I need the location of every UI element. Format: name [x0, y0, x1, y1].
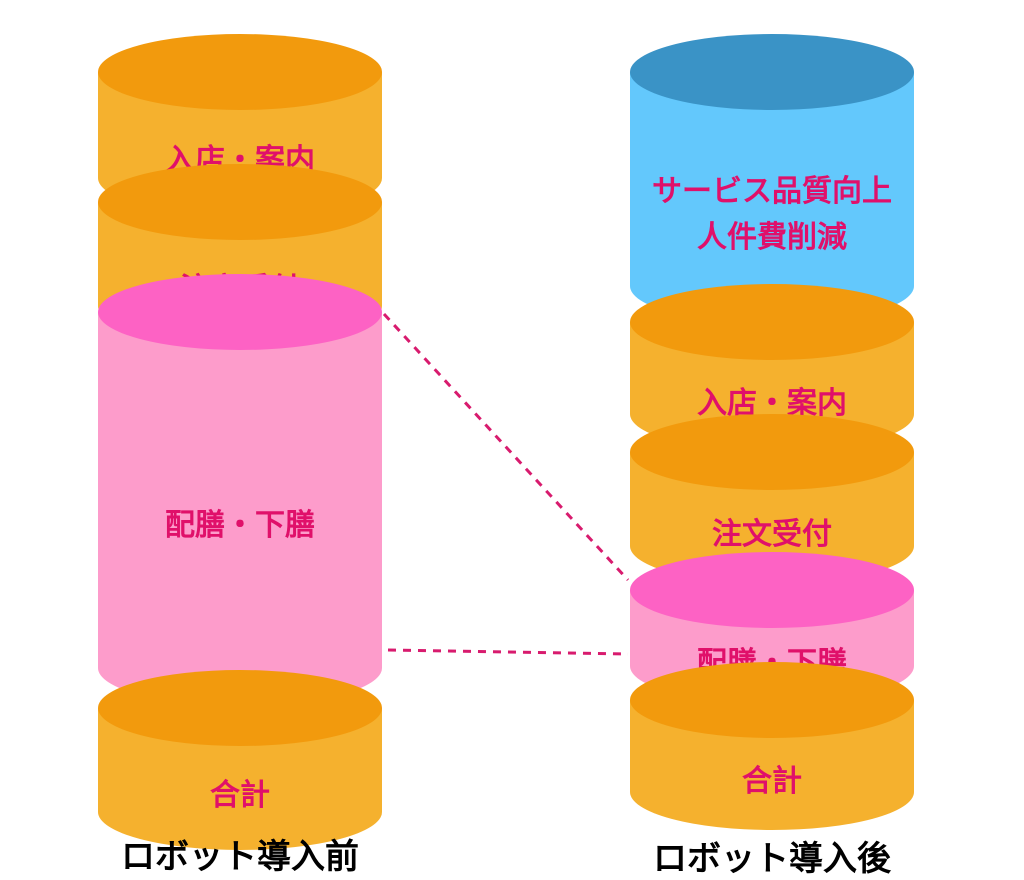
segment-top — [630, 662, 914, 738]
segment-body — [98, 312, 382, 706]
segment-body — [630, 452, 914, 584]
segment-top — [98, 164, 382, 240]
segment-body — [630, 72, 914, 324]
after-caption: ロボット導入後 — [653, 839, 892, 879]
segment-top — [630, 34, 914, 110]
segment-top — [630, 552, 914, 628]
segment-label: 合計 — [210, 778, 270, 813]
segment-label: 配膳・下膳 — [165, 508, 315, 543]
segment-total: 合計 — [98, 670, 382, 850]
segment-serving: 配膳・下膳 — [98, 274, 382, 706]
segment-top — [630, 414, 914, 490]
connector-line-bottom — [387, 648, 629, 656]
segment-body — [98, 708, 382, 850]
connector-line-top — [382, 312, 630, 582]
segment-top — [630, 284, 914, 360]
segment-top — [98, 274, 382, 350]
segment-label: 合計 — [742, 764, 802, 799]
segment-total: 合計 — [630, 662, 914, 830]
segment-label: 注文受付 — [712, 517, 832, 552]
segment-label: 人件費削減 — [697, 220, 847, 255]
segment-order: 注文受付 — [630, 414, 914, 584]
segment-label: サービス品質向上 — [652, 174, 892, 209]
segment-top — [98, 34, 382, 110]
before-caption: ロボット導入前 — [121, 837, 359, 877]
connector-lines — [382, 312, 630, 656]
segment-top — [98, 670, 382, 746]
